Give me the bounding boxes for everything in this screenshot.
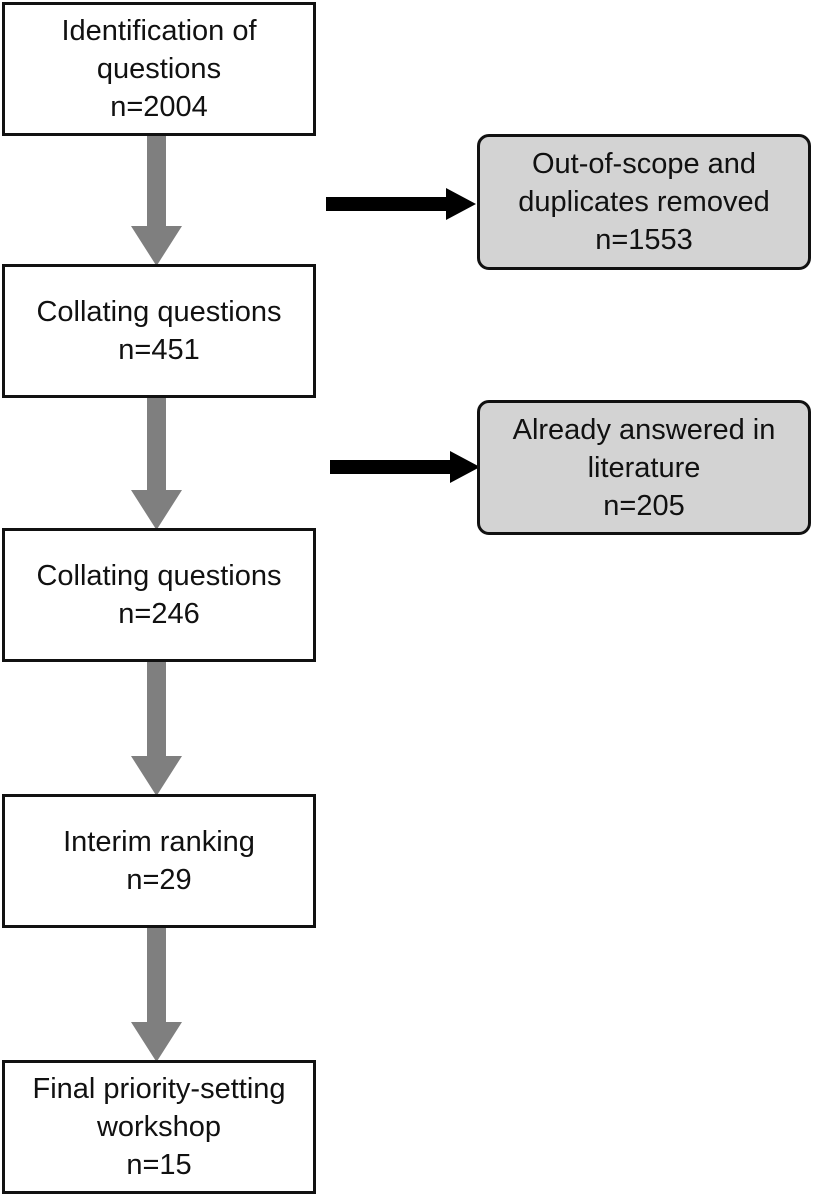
step-5-line-1: Final priority-setting xyxy=(32,1073,286,1105)
step-identification: Identification of questions n=2004 xyxy=(2,2,316,136)
step-collating-2: Collating questions n=246 xyxy=(2,528,316,662)
right-arrow-1 xyxy=(326,188,476,220)
right-arrow-2 xyxy=(330,451,480,483)
exclusion-already-answered: Already answered in literature n=205 xyxy=(477,400,811,535)
step-5-count: n=15 xyxy=(126,1149,192,1181)
exclusion-2-line-1: Already answered in xyxy=(512,413,776,446)
exclusion-1-line-1: Out-of-scope and xyxy=(531,148,757,180)
step-5-line-2: workshop xyxy=(96,1111,222,1143)
exclusion-2-count: n=205 xyxy=(603,489,685,522)
exclusion-out-of-scope: Out-of-scope and duplicates removed n=15… xyxy=(477,134,811,270)
step-4-line-1: Interim ranking xyxy=(63,826,255,858)
step-collating-1: Collating questions n=451 xyxy=(2,264,316,398)
step-2-count: n=451 xyxy=(118,334,200,366)
step-3-line-1: Collating questions xyxy=(36,560,282,592)
step-3-count: n=246 xyxy=(118,598,200,630)
exclusion-1-count: n=1553 xyxy=(595,224,693,256)
down-arrow-4 xyxy=(131,927,182,1062)
step-1-line-2: questions xyxy=(96,53,222,85)
step-1-count: n=2004 xyxy=(110,91,208,123)
step-final-workshop: Final priority-setting workshop n=15 xyxy=(2,1060,316,1194)
step-interim-ranking: Interim ranking n=29 xyxy=(2,794,316,928)
step-2-line-1: Collating questions xyxy=(36,296,282,328)
down-arrow-2 xyxy=(131,397,182,530)
step-4-count: n=29 xyxy=(126,864,192,896)
down-arrow-1 xyxy=(131,136,182,266)
down-arrow-3 xyxy=(131,661,182,796)
exclusion-1-line-2: duplicates removed xyxy=(518,186,770,218)
step-1-line-1: Identification of xyxy=(61,15,257,47)
exclusion-2-line-2: literature xyxy=(587,451,701,484)
